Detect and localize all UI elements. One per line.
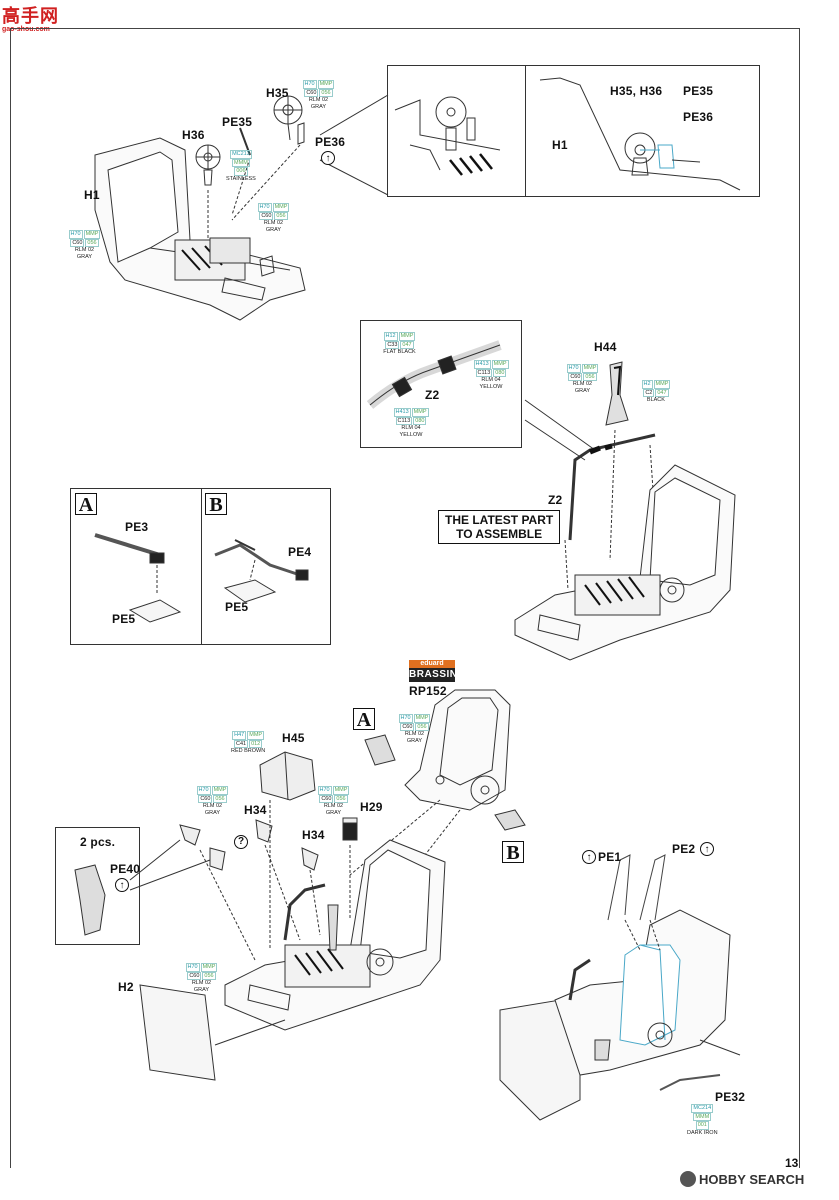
paint-callout-stainless: MC213 MMM 006 STAINLESS [226,150,256,182]
hobby-search-watermark: HOBBY SEARCH [680,1171,804,1187]
watermark-text: 高手网 [2,6,59,27]
label-pe2: PE2 [672,842,696,856]
watermark-logo: 高手网 gao-shou.com [2,2,74,36]
label-h2: H2 [118,980,134,994]
brassin-logo-top: eduard [409,660,455,668]
inset-box-closeup [387,65,760,197]
inset-box-b [201,488,331,645]
tub-step-2 [514,464,736,661]
h44-part [605,361,629,426]
h35-wheel [273,95,303,141]
label-inset-h35-h36: H35, H36 [610,84,663,98]
label-pe4: PE4 [288,545,312,559]
label-pe35: PE35 [222,115,253,129]
label-inset-pe36: PE36 [683,110,714,124]
belt-pe4 [214,539,309,603]
label-h36: H36 [182,128,205,142]
label-h34-a: H34 [244,803,267,817]
final-assembly [499,909,731,1121]
latest-part-line1: THE LATEST PART [445,513,554,527]
latest-part-note: THE LATEST PART TO ASSEMBLE [438,510,561,544]
label-pe40: PE40 [110,862,141,876]
page-number: 13 [785,1156,799,1170]
inset-box-z2 [360,320,522,448]
seat-rp152 [404,689,511,811]
hobby-search-logo-icon [680,1171,696,1187]
inset-closeup-left [394,96,501,176]
inset-box-pe40 [55,827,140,945]
option-b-marker: B [502,841,524,864]
label-inset-pe35: PE35 [683,84,714,98]
label-two-pcs: 2 pcs. [80,835,116,849]
option-a-box: A [75,493,97,516]
pe40-bend-arrow-icon: ↑ [115,878,129,892]
label-pe5-b: PE5 [225,600,249,614]
pe1-bend-arrow-icon: ↑ [582,850,596,864]
label-pe3: PE3 [125,520,149,534]
label-rp152: RP152 [409,684,447,698]
label-h1: H1 [84,188,100,202]
label-z2-detail: Z2 [425,388,440,402]
h36-wheel [195,144,221,186]
hobby-search-text: HOBBY SEARCH [699,1171,805,1187]
label-h45: H45 [282,731,305,745]
pe2-bend-arrow-icon: ↑ [700,842,714,856]
h1-cockpit-tub [94,137,306,321]
h45-part [259,751,316,801]
option-a-marker: A [353,708,375,731]
label-pe36: PE36 [315,135,346,149]
watermark-url: gao-shou.com [2,26,50,33]
bend-arrow-icon: ↑ [321,151,335,165]
label-inset-h1: H1 [552,138,568,152]
latest-part-line2: TO ASSEMBLE [456,527,543,541]
label-h34-b: H34 [302,828,325,842]
label-h35: H35 [266,86,289,100]
brassin-logo: eduard BRASSIN [409,660,458,682]
label-pe1: PE1 [598,850,622,864]
label-z2-main: Z2 [548,493,563,507]
question-icon: ? [234,835,248,849]
tub-step-3 [224,839,446,1031]
inset-closeup-right [539,77,741,191]
brassin-logo-bottom: BRASSIN [409,669,458,680]
h2-panel [139,984,216,1081]
page-frame [10,28,800,1168]
label-pe5-a: PE5 [112,612,136,626]
label-pe32: PE32 [715,1090,746,1104]
belt-pe3 [94,533,182,623]
z2-detail [366,340,502,409]
label-h44: H44 [594,340,617,354]
paint-callout-dark-iron: MC214 MMM 001 DARK IRON [687,1104,718,1136]
label-h29: H29 [360,800,383,814]
inset-divider [525,65,526,197]
option-b-box: B [205,493,227,516]
